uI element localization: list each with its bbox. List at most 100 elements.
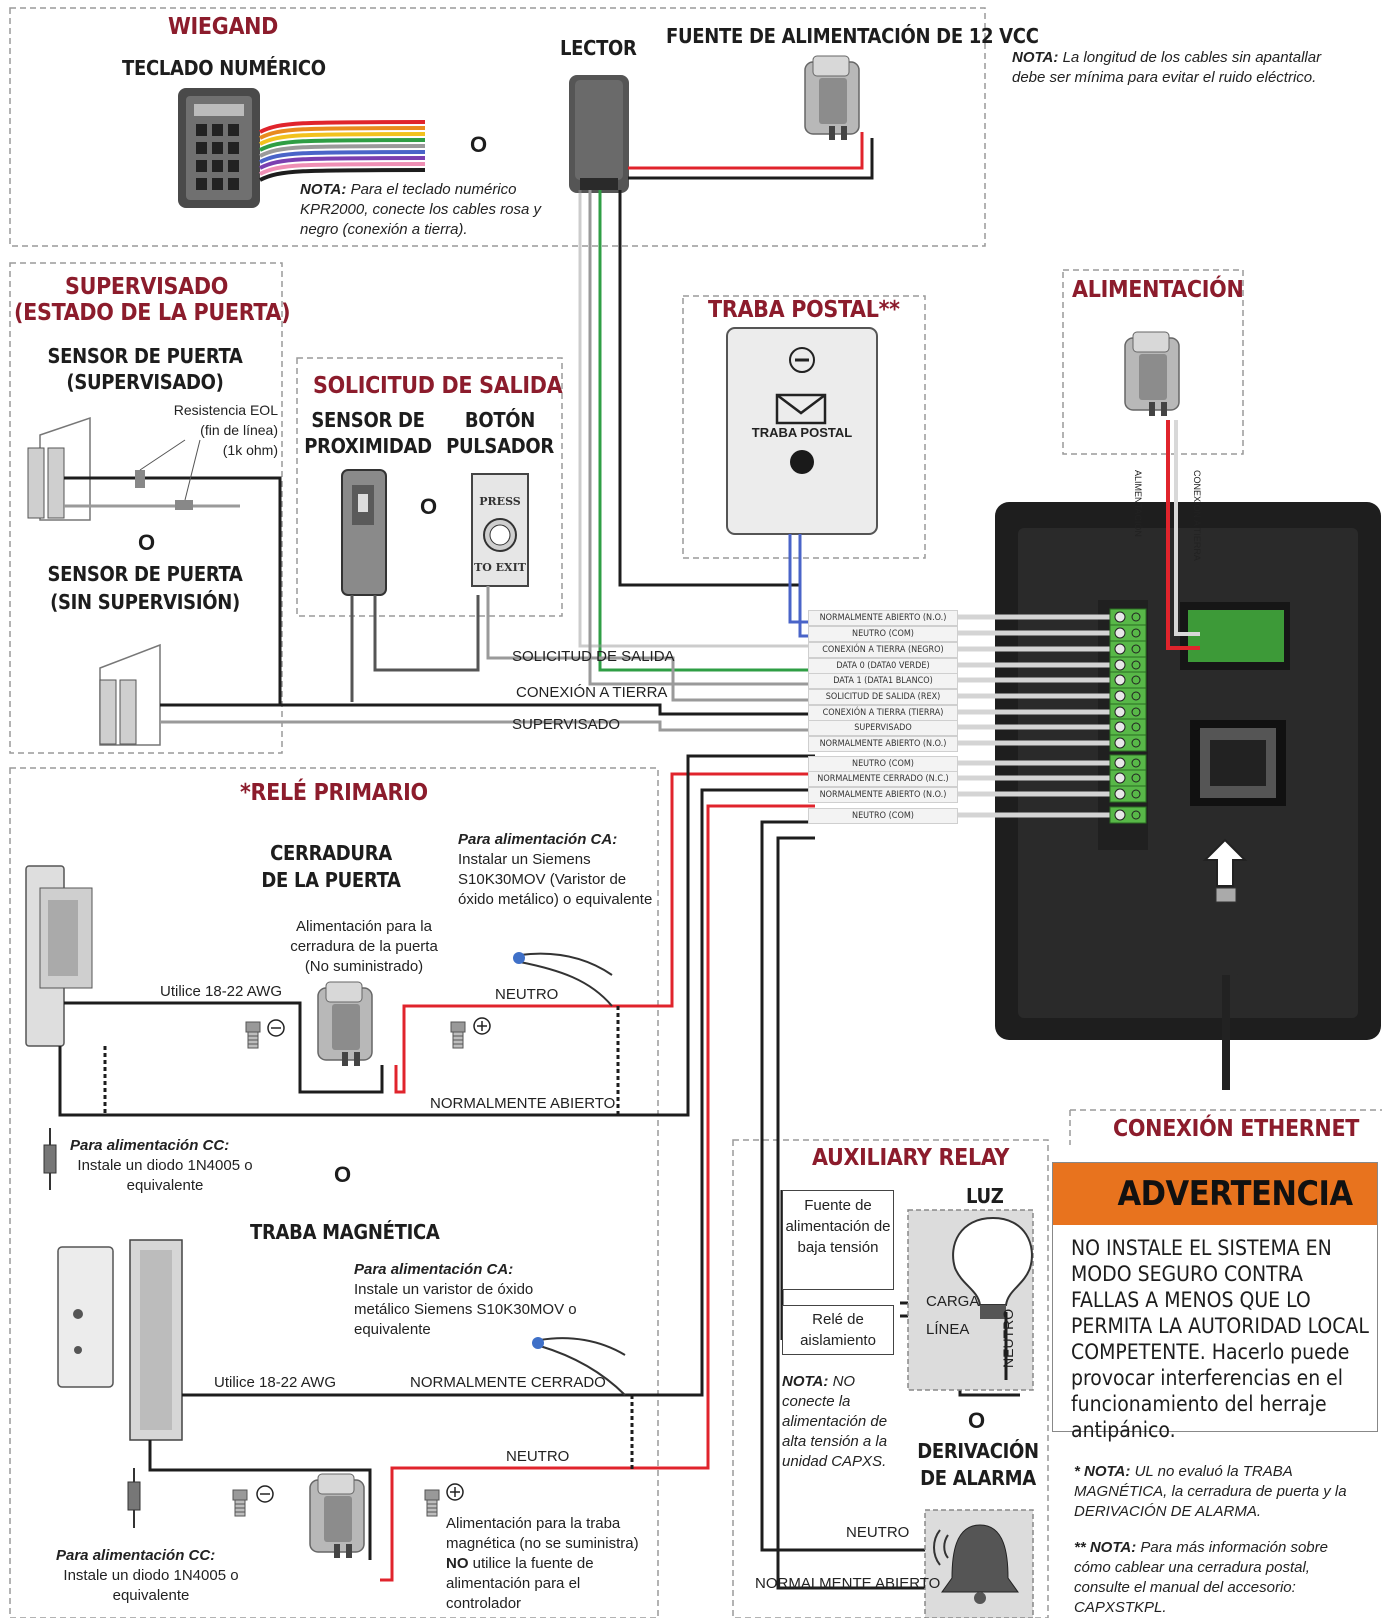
primary-relay-title: *RELÉ PRIMARIO (240, 780, 428, 806)
eol-line1: Resistencia EOL (173, 402, 278, 418)
terminal-hole (1131, 810, 1141, 820)
sensor-supervised-title: SENSOR DE PUERTA (SUPERVISADO) (20, 343, 270, 395)
supervised-title-line1: SUPERVISADO (64, 274, 229, 300)
ethernet-title: CONEXIÓN ETHERNET (1113, 1116, 1360, 1142)
lock-dc-text: Instale un diodo 1N4005 o equivalente (77, 1157, 253, 1194)
warning-title-text: ADVERTENCIA (1117, 1174, 1353, 1214)
power-supply-title: ALIMENTACIÓN (1072, 277, 1244, 303)
low-voltage-box: Fuente de alimentación de baja tensión (782, 1190, 894, 1290)
alarm-line1: DERIVACIÓN (917, 1439, 1039, 1463)
keypad-key (228, 178, 239, 190)
terminal-hole (1131, 675, 1141, 685)
keypad-key (212, 142, 223, 154)
wire-ground-label: CONEXIÓN A TIERRA (1192, 470, 1202, 561)
connector-neg-maglock (232, 1489, 248, 1517)
maglock-dc-text: Instale un diodo 1N4005 o equivalente (63, 1567, 239, 1604)
terminal-hole (1131, 789, 1141, 799)
isolation-relay-box: Relé de aislamiento (782, 1305, 894, 1355)
diode-lock (43, 1128, 57, 1190)
proximity-sensor (341, 469, 387, 596)
keypad-wire (259, 156, 426, 170)
reader-wires (578, 132, 874, 686)
terminal-label: SUPERVISADO (808, 720, 958, 736)
postal-title: TRABA POSTAL** (708, 297, 900, 323)
terminal-screw-head (1114, 690, 1126, 702)
ethernet-cable (1202, 838, 1248, 1090)
cable-note-text: La longitud de los cables sin apantallar… (1012, 49, 1322, 86)
terminal-hole (1131, 707, 1141, 717)
terminal-hole (1131, 738, 1141, 748)
maglock-title: TRABA MAGNÉTICA (250, 1220, 440, 1244)
footnote-acc: ** NOTA: Para más información sobre cómo… (1074, 1538, 1364, 1618)
maglock-power-label: Alimentación para la traba magnética (no… (446, 1514, 656, 1614)
keypad-key (196, 178, 207, 190)
or-label-aux: O (968, 1408, 986, 1433)
keypad-title: TECLADO NUMÉRICO (122, 56, 326, 80)
alarm-neutral-label: NEUTRO (846, 1524, 910, 1541)
terminal-label: NORMALMENTE ABIERTO (N.O.) (808, 736, 958, 752)
terminal-label: SOLICITUD DE SALIDA (REX) (808, 689, 958, 705)
to-exit-label: TO EXIT (474, 561, 526, 574)
keypad-wire (259, 120, 426, 134)
terminal-screw-head (1114, 643, 1126, 655)
maglock-no-text: utilice la fuente de alimentación para e… (446, 1555, 594, 1612)
terminal-screw-head (1114, 674, 1126, 686)
lock-title: CERRADURA DE LA PUERTA (246, 840, 416, 894)
warning-title: ADVERTENCIA (1053, 1163, 1377, 1225)
supervised-title-line2: (ESTADO DE LA PUERTA) (14, 300, 291, 326)
aux-note-text: NO conecte la alimentación de alta tensi… (782, 1373, 888, 1470)
section-boxes (9, 7, 1382, 1618)
terminal-hole (1131, 691, 1141, 701)
postal-label: TRABA POSTAL (751, 425, 853, 440)
sensor-unsupervised-title: SENSOR DE PUERTA (SIN SUPERVISIÓN) (20, 560, 270, 616)
wire-label-ground: CONEXIÓN A TIERRA (516, 684, 668, 701)
terminal-screw-head (1114, 737, 1126, 749)
terminal-hole (1131, 612, 1141, 622)
maglock-power-text: Alimentación para la traba magnética (no… (446, 1515, 639, 1552)
connector-pos-lock (450, 1021, 466, 1049)
terminal-block (958, 608, 1147, 824)
terminal-hole (1131, 773, 1141, 783)
keypad-note: NOTA: Para el teclado numérico KPR2000, … (300, 180, 550, 240)
keypad-key (228, 160, 239, 172)
or-label-wiegand: O (470, 132, 488, 157)
maglock-ac-text: Instale un varistor de óxido metálico Si… (354, 1281, 577, 1338)
terminal-label: DATA 1 (DATA1 BLANCO) (808, 673, 958, 689)
keypad-key (196, 160, 207, 172)
maglock-no-bold: NO (446, 1555, 469, 1572)
warning-text: NO INSTALE EL SISTEMA EN MODO SEGURO CON… (1071, 1236, 1369, 1442)
button-title: BOTÓN PULSADOR (444, 407, 556, 459)
keypad-wire (259, 144, 426, 158)
varistor-lock (513, 952, 613, 1007)
reader-device (569, 75, 629, 193)
maglock-ac-note: Para alimentación CA: Instale un varisto… (354, 1260, 584, 1340)
keypad-keys (196, 124, 239, 190)
button-line2: PULSADOR (446, 434, 554, 458)
button-line1: BOTÓN (464, 408, 536, 432)
keypad-key (228, 142, 239, 154)
keypad-wire (259, 132, 426, 146)
power12-title: FUENTE DE ALIMENTACIÓN DE 12 VCC (666, 24, 1039, 48)
power-adapter-lock (317, 981, 373, 1067)
terminal-label: CONEXIÓN A TIERRA (NEGRO) (808, 642, 958, 658)
door-sensor-unsupervised (99, 643, 161, 746)
footnote-ul-bold: * NOTA: (1074, 1463, 1131, 1480)
wiegand-title: WIEGAND (168, 14, 279, 40)
cable-note-bold: NOTA: (1012, 49, 1059, 66)
lock-dc-note: Para alimentación CC: Instale un diodo 1… (70, 1136, 260, 1196)
diode-maglock (127, 1468, 141, 1528)
or-label-exit: O (420, 494, 438, 519)
aux-note: NOTA: NO conecte la alimentación de alta… (782, 1372, 902, 1472)
connector-pos-maglock (424, 1489, 440, 1517)
terminal-label: NEUTRO (COM) (808, 626, 958, 642)
door-strike (25, 865, 93, 1047)
alarm-bell (924, 1509, 1034, 1618)
footnote-acc-bold: ** NOTA: (1074, 1539, 1137, 1556)
connector-neg-lock (245, 1021, 261, 1049)
terminal-label: NORMALMENTE ABIERTO (N.O.) (808, 787, 958, 803)
footnote-acc-text: Para más información sobre cómo cablear … (1074, 1539, 1328, 1616)
or-label-supervised: O (138, 530, 156, 555)
wire-power-label: ALIMENTACIÓN (1133, 470, 1143, 537)
terminal-screw-head (1114, 772, 1126, 784)
terminal-hole (1131, 660, 1141, 670)
